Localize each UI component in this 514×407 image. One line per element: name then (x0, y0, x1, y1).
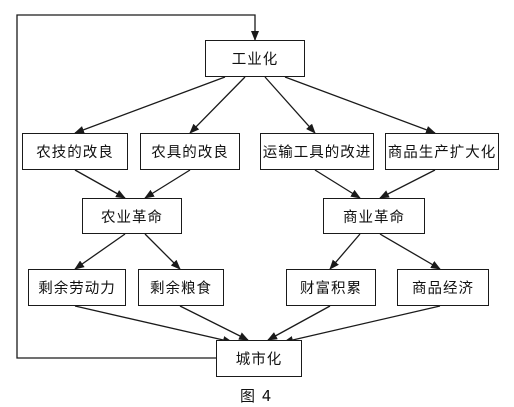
arrow-wealth-accumulation-to-urbanization (267, 305, 331, 341)
arrow-commodity-economy-to-urbanization (283, 305, 441, 344)
node-commodity-economy: 商品经济 (397, 269, 489, 306)
arrow-commerce-revolution-to-commodity-economy (379, 233, 441, 270)
feedback-loop-urbanization-to-industrialization (16, 14, 259, 359)
node-industrialization: 工业化 (205, 40, 305, 77)
node-urbanization: 城市化 (216, 340, 302, 377)
figure-caption: 图 4 (240, 387, 273, 405)
arrow-industrialization-to-agri-tech (74, 76, 226, 134)
arrow-commodity-expansion-to-commerce-revolution (379, 169, 436, 199)
arrow-farm-tools-to-agri-revolution (144, 169, 191, 199)
arrow-agri-revolution-to-surplus-grain (144, 233, 181, 270)
arrow-commerce-revolution-to-wealth-accumulation (329, 233, 361, 270)
arrow-industrialization-to-commodity-expansion (284, 76, 436, 134)
arrow-surplus-grain-to-urbanization (179, 305, 249, 341)
node-farm-tools-improvement: 农具的改良 (140, 133, 240, 170)
arrow-surplus-labor-to-urbanization (74, 305, 233, 344)
node-agri-tech-improvement: 农技的改良 (22, 133, 128, 170)
node-surplus-labor: 剩余劳动力 (28, 269, 126, 306)
node-wealth-accumulation: 财富积累 (286, 269, 376, 306)
node-surplus-grain: 剩余粮食 (138, 269, 224, 306)
node-commodity-production-expansion: 商品生产扩大化 (385, 133, 499, 170)
node-agricultural-revolution: 农业革命 (82, 198, 182, 234)
node-transport-tools-improvement: 运输工具的改进 (260, 133, 374, 170)
arrow-agri-tech-to-agri-revolution (74, 169, 126, 199)
arrow-industrialization-to-transport-tools (264, 76, 316, 134)
arrow-industrialization-to-farm-tools (189, 76, 246, 134)
node-commercial-revolution: 商业革命 (323, 198, 425, 234)
arrow-transport-tools-to-commerce-revolution (314, 169, 361, 199)
arrow-agri-revolution-to-surplus-labor (74, 233, 126, 270)
